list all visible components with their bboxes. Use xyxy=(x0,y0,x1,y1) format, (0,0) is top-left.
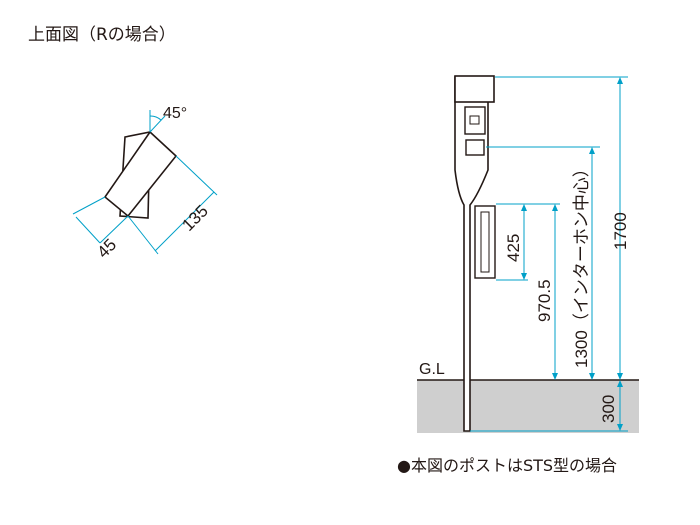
dim-135-ext-bottom xyxy=(127,215,159,255)
dim-1300-arrow-top xyxy=(589,147,595,154)
dim-1300-arrow-bottom xyxy=(589,373,595,380)
dim-970-arrow-bottom xyxy=(552,373,558,380)
dim-425-label: 425 xyxy=(504,234,523,262)
dim-970-label: 970.5 xyxy=(535,279,554,322)
mailbox-slot xyxy=(480,211,490,273)
dim-135-label: 135 xyxy=(178,201,211,234)
top-view: 45° 135 45 xyxy=(72,105,218,262)
page-title: 上面図（Rの場合） xyxy=(28,25,176,45)
dim-135-ext-top xyxy=(175,155,218,196)
gl-label: G.L xyxy=(419,361,445,378)
dim-45-ext-left xyxy=(72,196,106,215)
dim-45-label: 45 xyxy=(93,235,120,262)
dim-970-arrow-top xyxy=(552,204,558,211)
dim-1700-arrow-top xyxy=(617,77,623,84)
side-view: G.L 425 970.5 1300（インターホン中心） xyxy=(417,75,639,433)
dim-425-arrow-bottom xyxy=(521,273,527,280)
dim-425-arrow-top xyxy=(521,204,527,211)
angle-label: 45° xyxy=(163,105,187,122)
dim-1700-label: 1700 xyxy=(611,212,630,250)
dim-1300-label: 1300（インターホン中心） xyxy=(572,160,591,368)
post-small-box xyxy=(465,139,485,156)
caption-note: ●本図のポストはSTS型の場合 xyxy=(397,456,618,475)
post-top-cap xyxy=(454,75,495,103)
dim-300-arrow-bottom xyxy=(617,424,623,431)
angle-ref-diagonal xyxy=(149,115,166,133)
intercom-detail xyxy=(469,115,480,125)
dim-135-line xyxy=(154,191,215,252)
angle-arc xyxy=(149,115,162,121)
dim-45-ext-right xyxy=(99,215,129,244)
dim-1700-arrow-bottom xyxy=(617,373,623,380)
ground-area xyxy=(417,380,639,433)
dim-300-arrow-top xyxy=(617,380,623,387)
dim-45-line xyxy=(75,216,101,244)
dim-300-label: 300 xyxy=(599,395,618,423)
